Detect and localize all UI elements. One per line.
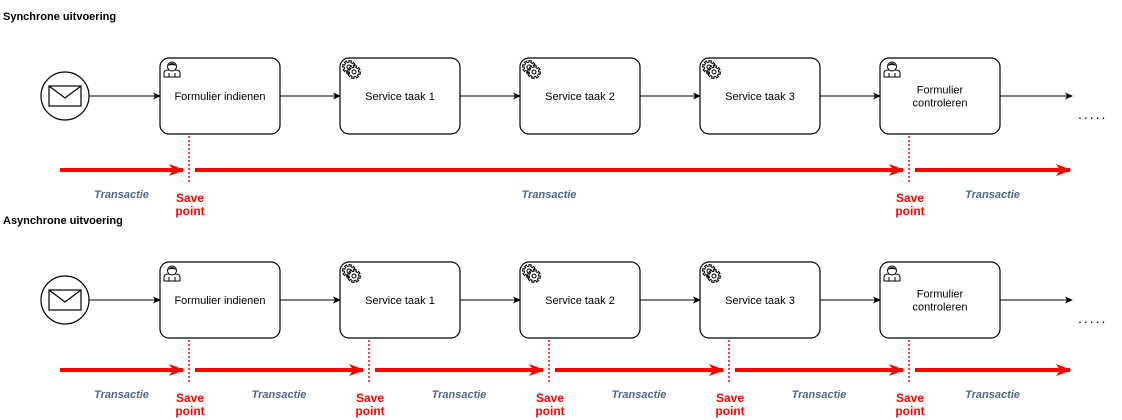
user-icon bbox=[163, 265, 181, 282]
savepoint-label: Save bbox=[896, 191, 924, 205]
task-label: Formulier indienen bbox=[174, 91, 265, 103]
savepoint-label: point bbox=[355, 404, 384, 418]
service-task[interactable]: Service taak 2 bbox=[519, 57, 641, 135]
savepoint-label: point bbox=[175, 404, 204, 418]
task-label: Formulier bbox=[917, 289, 964, 301]
savepoint-label: Save bbox=[896, 391, 924, 405]
savepoint-label: point bbox=[535, 404, 564, 418]
task-label: Service taak 3 bbox=[725, 91, 795, 103]
continuation-dots: ..... bbox=[1078, 310, 1107, 326]
transaction-label: Transactie bbox=[94, 389, 149, 401]
savepoint-label: point bbox=[175, 204, 204, 218]
savepoint-label: point bbox=[715, 404, 744, 418]
service-task[interactable]: Service taak 3 bbox=[699, 57, 821, 135]
section-title: Synchrone uitvoering bbox=[3, 11, 116, 23]
continuation-dots: ..... bbox=[1078, 106, 1107, 122]
transaction-label: Transactie bbox=[965, 189, 1020, 201]
gear-icon bbox=[341, 59, 362, 80]
savepoint-label: point bbox=[895, 404, 924, 418]
section-title: Asynchrone uitvoering bbox=[3, 215, 123, 227]
transaction-label: Transactie bbox=[252, 389, 307, 401]
task-label: Formulier indienen bbox=[174, 295, 265, 307]
gear-icon bbox=[341, 263, 362, 284]
task-label: Formulier bbox=[917, 85, 964, 97]
savepoint-label: Save bbox=[176, 391, 204, 405]
savepoint-label: Save bbox=[536, 391, 564, 405]
transaction-label: Transactie bbox=[432, 389, 487, 401]
savepoint-label: point bbox=[895, 204, 924, 218]
user-icon bbox=[883, 265, 901, 282]
savepoint-label: Save bbox=[716, 391, 744, 405]
transaction-label: Transactie bbox=[522, 189, 577, 201]
task-label: Service taak 2 bbox=[545, 295, 615, 307]
user-task[interactable]: Formulier indienen bbox=[159, 57, 281, 135]
service-task[interactable]: Service taak 1 bbox=[339, 57, 461, 135]
task-label: Service taak 2 bbox=[545, 91, 615, 103]
task-label: controleren bbox=[912, 98, 967, 110]
user-icon bbox=[163, 61, 181, 78]
transaction-label: Transactie bbox=[94, 189, 149, 201]
gear-icon bbox=[701, 263, 722, 284]
task-label: Service taak 1 bbox=[365, 91, 435, 103]
savepoint-label: Save bbox=[176, 191, 204, 205]
task-label: Service taak 3 bbox=[725, 295, 795, 307]
transaction-label: Transactie bbox=[792, 389, 847, 401]
gear-icon bbox=[521, 59, 542, 80]
service-task[interactable]: Service taak 1 bbox=[339, 261, 461, 339]
gear-icon bbox=[521, 263, 542, 284]
service-task[interactable]: Service taak 3 bbox=[699, 261, 821, 339]
transaction-label: Transactie bbox=[965, 389, 1020, 401]
service-task[interactable]: Service taak 2 bbox=[519, 261, 641, 339]
gear-icon bbox=[701, 59, 722, 80]
envelope-icon bbox=[40, 275, 90, 325]
user-icon bbox=[883, 61, 901, 78]
transaction-label: Transactie bbox=[612, 389, 667, 401]
task-label: controleren bbox=[912, 302, 967, 314]
task-label: Service taak 1 bbox=[365, 295, 435, 307]
user-task[interactable]: Formulier indienen bbox=[159, 261, 281, 339]
savepoint-label: Save bbox=[356, 391, 384, 405]
envelope-icon bbox=[40, 71, 90, 121]
